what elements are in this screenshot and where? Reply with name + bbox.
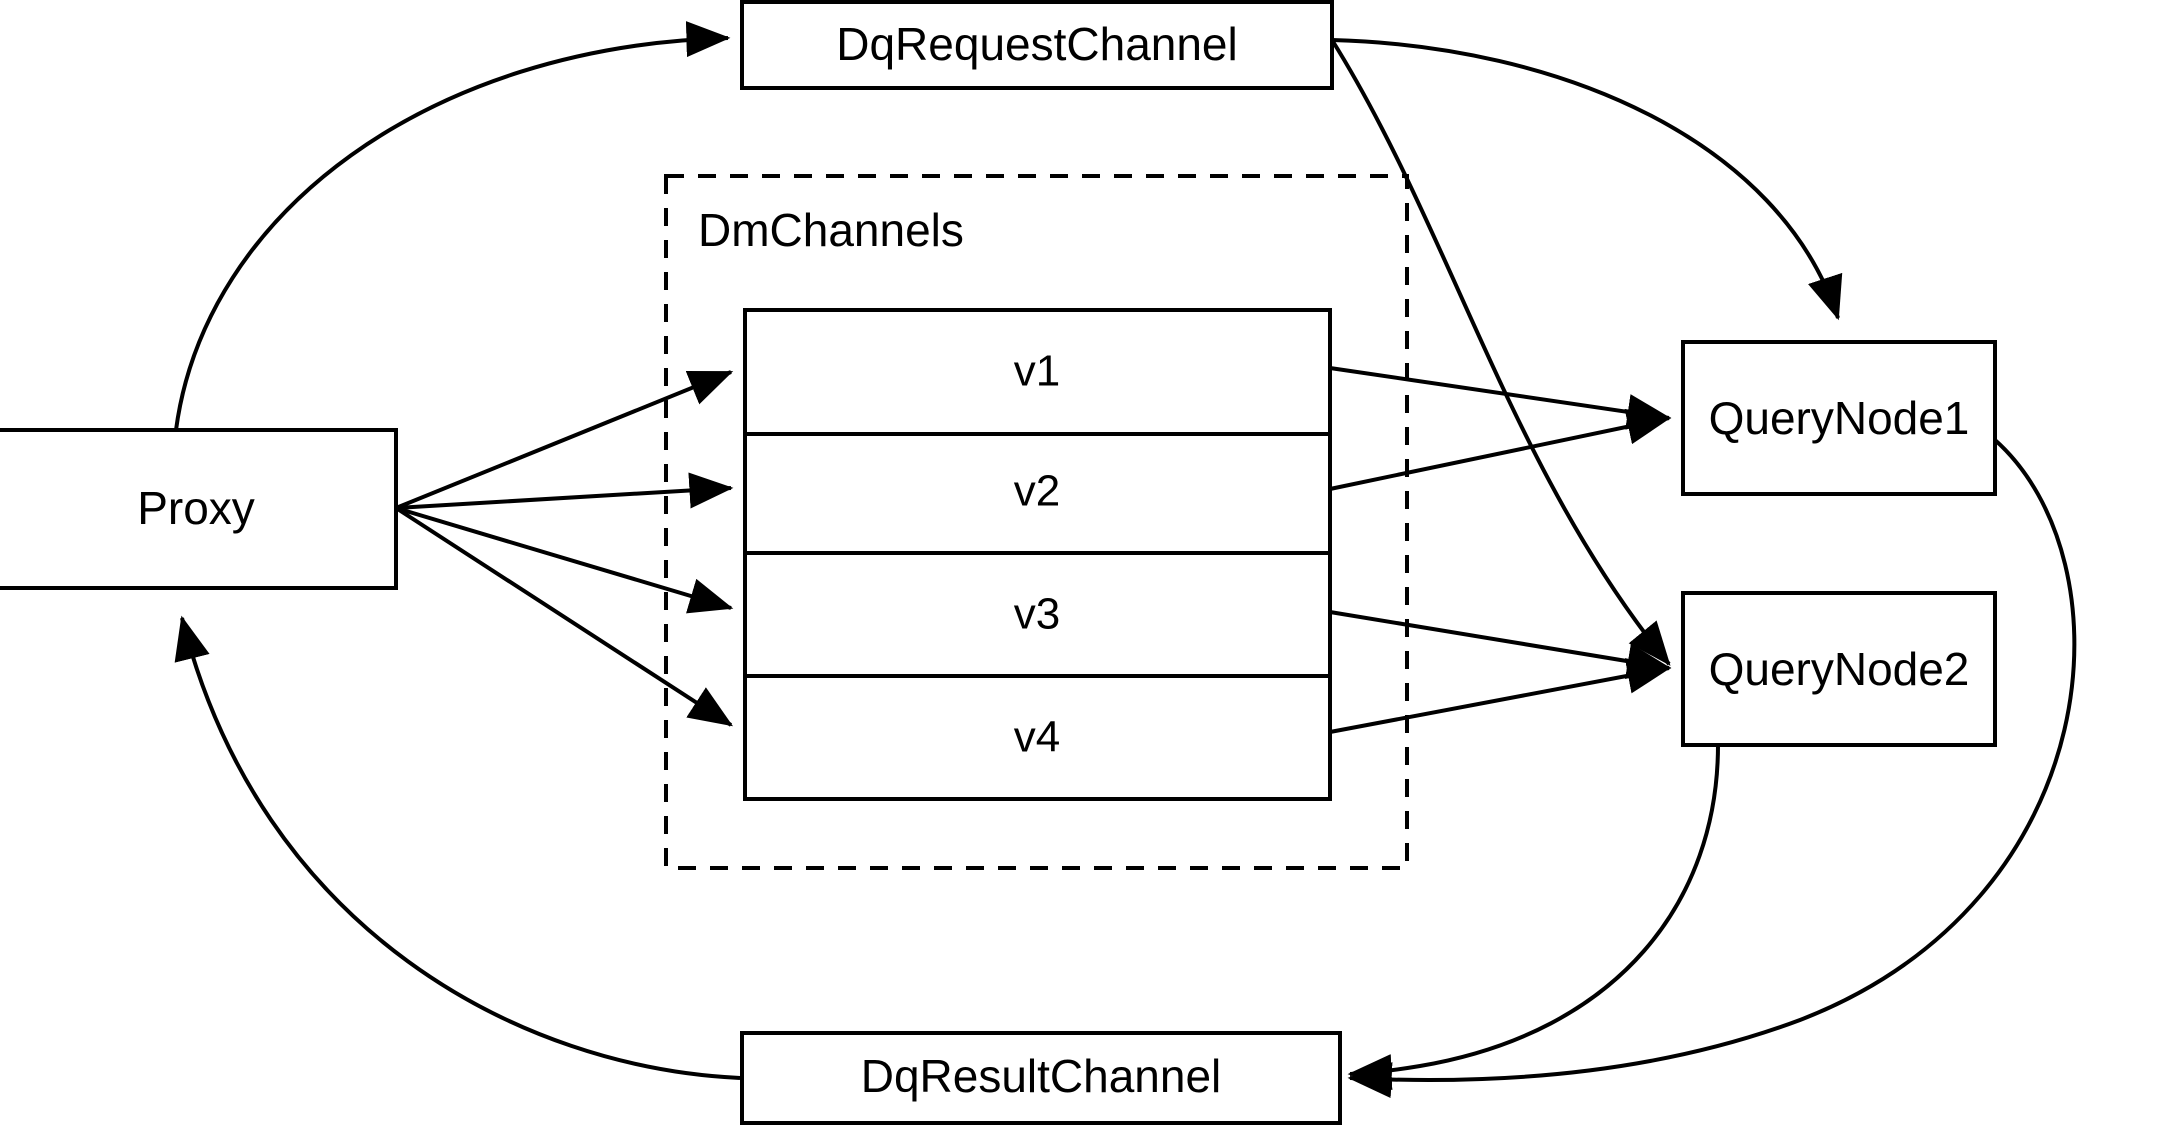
- node-dq-result-channel-label: DqResultChannel: [861, 1050, 1222, 1102]
- node-query-node-1-box: [1681, 340, 1997, 496]
- list-item[interactable]: v1: [1014, 347, 1060, 396]
- edge-v2-to-querynode1: [1329, 408, 1672, 491]
- node-dq-result-channel[interactable]: DqResultChannel: [740, 1031, 1342, 1125]
- edge-dqrequestchannel-to-querynode1: [1331, 38, 1843, 321]
- edge-proxy-to-v1: [395, 370, 734, 510]
- node-query-node-1-label: QueryNode1: [1709, 392, 1970, 444]
- list-item[interactable]: v3: [1014, 590, 1060, 639]
- edge-dqresultchannel-to-proxy: [174, 615, 741, 1080]
- edge-proxy-to-v3: [395, 506, 734, 614]
- dmchannels-group: DmChannels: [664, 174, 1409, 870]
- node-query-node-2-label: QueryNode2: [1709, 643, 1970, 695]
- dmchannels-group-label: DmChannels: [698, 204, 964, 256]
- dmchannel-row-label-v1: v1: [1014, 347, 1060, 396]
- node-proxy-label: Proxy: [137, 482, 255, 534]
- dmchannel-row-label-v4: v4: [1014, 713, 1060, 762]
- node-proxy-box: [0, 428, 398, 590]
- node-dq-request-channel[interactable]: DqRequestChannel: [740, 0, 1334, 90]
- edge-proxy-to-v2: [395, 472, 734, 510]
- node-dq-request-channel-label: DqRequestChannel: [836, 18, 1238, 70]
- list-item[interactable]: v2: [1014, 467, 1060, 516]
- edge-dqrequestchannel-to-querynode2: [1330, 38, 1671, 666]
- edge-v3-to-querynode2: [1329, 610, 1672, 679]
- node-query-node-1[interactable]: QueryNode1: [1681, 340, 1997, 496]
- edge-querynode1-to-dqresultchannel: [1347, 438, 2077, 1099]
- node-query-node-2-box: [1681, 591, 1997, 747]
- node-dq-result-channel-box: [740, 1031, 1342, 1125]
- node-dq-request-channel-box: [740, 0, 1334, 90]
- dmchannels-row-stack: v1 v2 v3 v4: [743, 308, 1332, 801]
- edge-v1-to-querynode1: [1329, 366, 1672, 430]
- dmchannel-row-label-v3: v3: [1014, 590, 1060, 639]
- edge-proxy-to-dqrequestchannel: [174, 21, 731, 431]
- list-item[interactable]: v4: [1014, 713, 1060, 762]
- dmchannel-row-label-v2: v2: [1014, 467, 1060, 516]
- node-proxy[interactable]: Proxy: [0, 428, 398, 590]
- edge-proxy-to-v4: [394, 506, 734, 727]
- node-query-node-2[interactable]: QueryNode2: [1681, 591, 1997, 747]
- edge-layer: [174, 21, 2077, 1099]
- dmchannels-group-border: [664, 174, 1409, 870]
- edge-querynode2-to-dqresultchannel: [1347, 744, 1720, 1091]
- edge-v4-to-querynode2: [1329, 658, 1672, 734]
